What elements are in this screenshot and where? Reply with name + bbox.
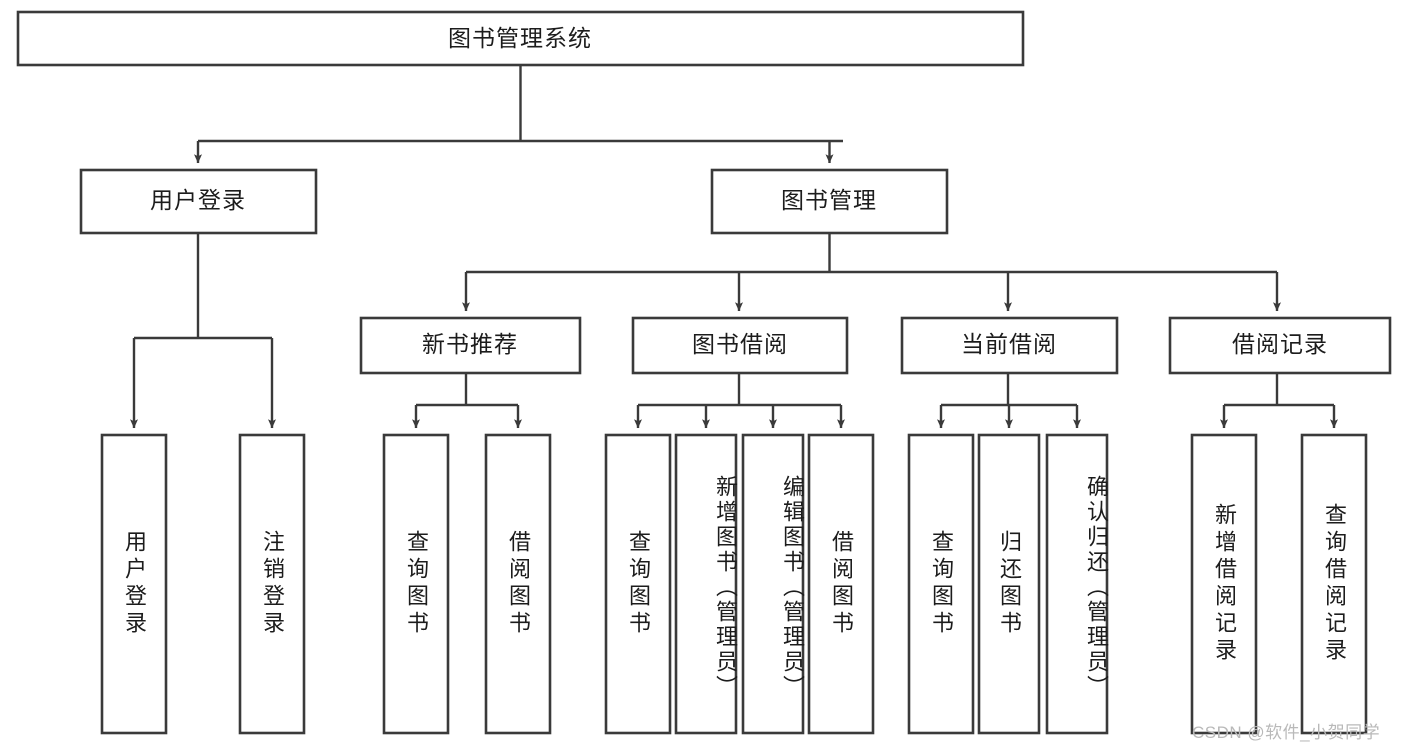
leaf-box-query-book-3[interactable] — [907, 433, 975, 735]
leaf-box-confirm-return[interactable] — [1045, 433, 1109, 735]
node-root-label: 图书管理系统 — [448, 25, 592, 51]
node-current-borrow-label: 当前借阅 — [961, 331, 1057, 357]
leaf-label-query-book-2: 查询图书 — [626, 530, 651, 638]
leaf-label-add-record: 新增借阅记录 — [1212, 503, 1237, 665]
node-current-borrow-box[interactable] — [900, 316, 1119, 375]
leaf-label-edit-book: 编辑图书（管理员） — [780, 474, 805, 700]
leaf-label-query-book-1: 查询图书 — [404, 530, 429, 638]
node-book-manage[interactable]: 图书管理 — [710, 168, 949, 235]
leaf-box-query-book-2[interactable] — [604, 433, 672, 735]
leaf-box-query-book-1[interactable] — [382, 433, 450, 735]
node-book-borrow-label: 图书借阅 — [692, 331, 788, 357]
leaf-label-return-book: 归还图书 — [997, 530, 1022, 638]
node-book-borrow-box[interactable] — [631, 316, 849, 375]
node-new-book-recommend[interactable]: 新书推荐 — [359, 316, 582, 375]
leaf-box-borrow-book-2[interactable] — [807, 433, 875, 735]
leaf-label-user-login: 用户登录 — [122, 530, 147, 638]
leaf-box-logout[interactable] — [238, 433, 306, 735]
node-book-manage-label: 图书管理 — [781, 187, 877, 213]
node-book-borrow[interactable]: 图书借阅 — [631, 316, 849, 375]
leaf-label-query-book-3: 查询图书 — [929, 530, 954, 638]
leaf-box-add-book[interactable] — [674, 433, 738, 735]
node-current-borrow[interactable]: 当前借阅 — [900, 316, 1119, 375]
connector-group — [130, 65, 1338, 429]
node-user-login-box[interactable] — [79, 168, 318, 235]
node-root[interactable]: 图书管理系统 — [16, 10, 1025, 67]
leaf-box-user-login[interactable] — [100, 433, 168, 735]
leaf-box-query-record[interactable] — [1300, 433, 1368, 735]
node-user-login[interactable]: 用户登录 — [79, 168, 318, 235]
leaf-box-edit-book[interactable] — [741, 433, 805, 735]
leaf-label-logout: 注销登录 — [260, 530, 285, 638]
leaf-box-add-record[interactable] — [1190, 433, 1258, 735]
node-borrow-record-box[interactable] — [1168, 316, 1392, 375]
leaf-label-confirm-return: 确认归还（管理员） — [1084, 474, 1109, 700]
leaf-box-group — [100, 433, 1368, 735]
leaf-label-borrow-book-1: 借阅图书 — [506, 530, 531, 638]
leaf-label-query-record: 查询借阅记录 — [1322, 503, 1347, 665]
leaf-label-add-book: 新增图书（管理员） — [713, 474, 738, 700]
node-book-manage-box[interactable] — [710, 168, 949, 235]
node-root-box[interactable] — [16, 10, 1025, 67]
node-borrow-record-label: 借阅记录 — [1232, 331, 1328, 357]
leaf-box-borrow-book-1[interactable] — [484, 433, 552, 735]
node-user-login-label: 用户登录 — [150, 187, 246, 213]
node-borrow-record[interactable]: 借阅记录 — [1168, 316, 1392, 375]
leaf-box-return-book[interactable] — [977, 433, 1041, 735]
node-new-book-recommend-label: 新书推荐 — [422, 331, 518, 357]
node-new-book-recommend-box[interactable] — [359, 316, 582, 375]
leaf-label-borrow-book-2: 借阅图书 — [829, 530, 854, 638]
csdn-watermark: CSDN @软件_小贺同学 — [1192, 723, 1381, 742]
